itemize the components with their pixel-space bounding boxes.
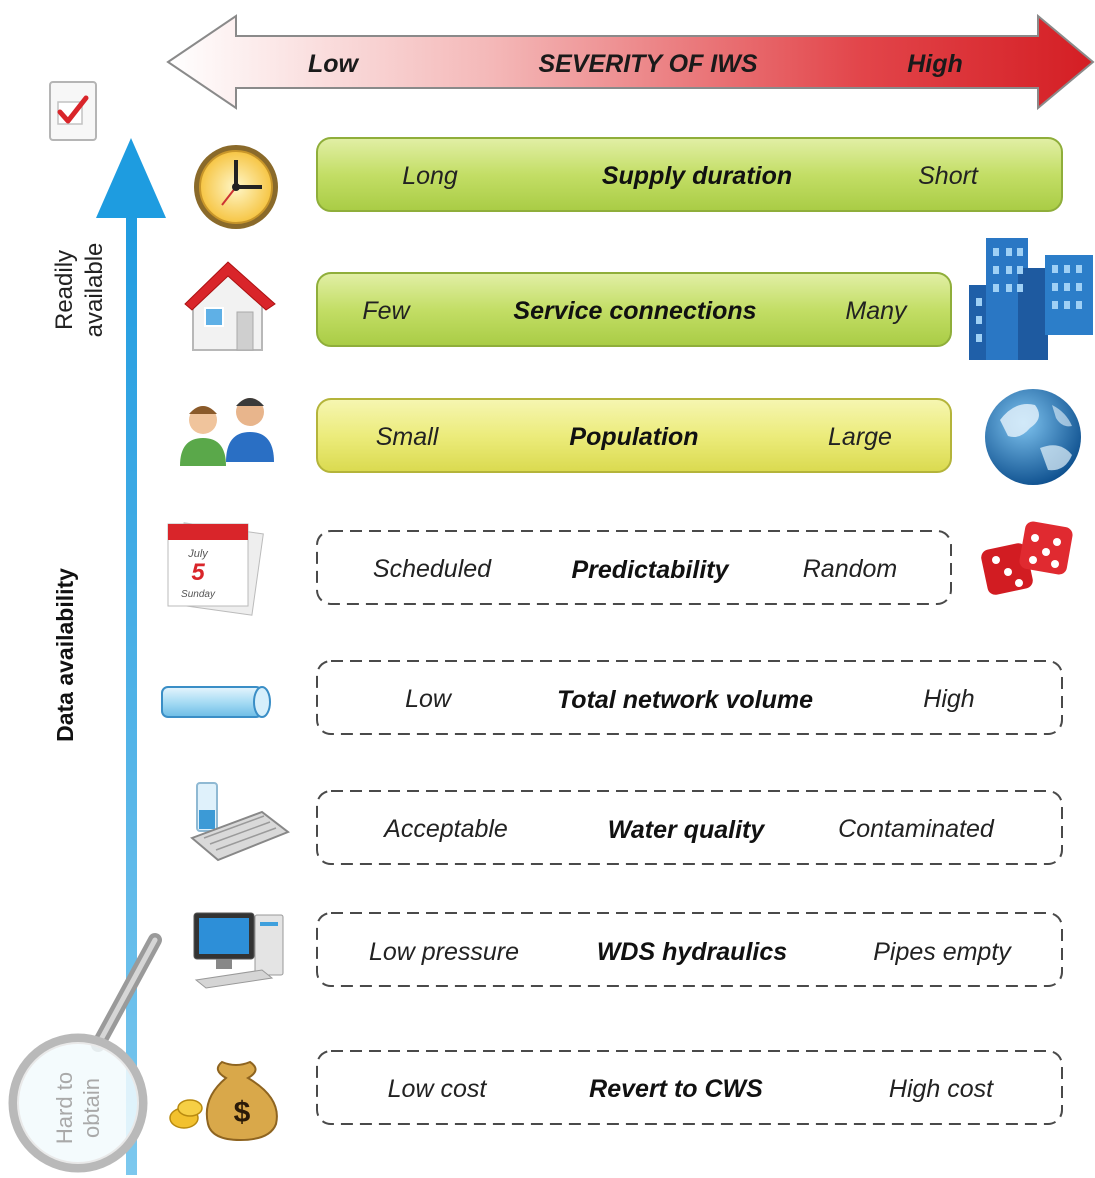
supply-duration-title: Supply duration — [602, 162, 792, 190]
supply-duration-box — [316, 137, 1063, 212]
severity-arrow: Low SEVERITY OF IWS High — [166, 13, 1095, 111]
computer-icon — [193, 912, 284, 989]
people-icon — [180, 398, 274, 466]
service-connections-right: Many — [845, 297, 908, 325]
row-service-connections: Few Service connections Many — [316, 272, 952, 347]
severity-title: SEVERITY OF IWS — [538, 50, 757, 78]
water-quality-right: Contaminated — [838, 815, 995, 843]
revert-to-cws-title: Revert to CWS — [589, 1075, 763, 1103]
clock-icon — [194, 145, 278, 229]
hard-line2: obtain — [79, 1078, 104, 1138]
hard-line1: Hard to — [52, 1072, 77, 1144]
city-buildings-icon — [969, 238, 1093, 360]
lab-sample-icon — [190, 782, 291, 862]
dice-icon — [981, 521, 1073, 595]
house-icon — [184, 261, 276, 351]
predictability-box — [316, 530, 952, 605]
water-quality-box — [316, 790, 1063, 865]
service-connections-title: Service connections — [513, 297, 756, 325]
money-bag-icon: $ — [169, 1060, 278, 1142]
population-title: Population — [569, 423, 698, 451]
axis-shaft — [126, 205, 137, 1175]
data-availability-axis: Readily available Data availability — [51, 138, 166, 1175]
wds-hydraulics-box — [316, 912, 1063, 987]
calendar-month: July — [187, 548, 209, 560]
total-network-volume-left: Low — [405, 685, 453, 713]
predictability-right: Random — [803, 555, 898, 583]
total-network-volume-right: High — [923, 685, 974, 713]
data-availability-title: Data availability — [52, 568, 78, 742]
population-right: Large — [828, 423, 892, 451]
service-connections-box — [316, 272, 952, 347]
checklist-icon — [49, 81, 97, 141]
wds-hydraulics-title: WDS hydraulics — [597, 938, 787, 966]
row-predictability: Scheduled Predictability Random — [316, 530, 952, 605]
pipe-icon — [161, 686, 271, 718]
supply-duration-right: Short — [918, 162, 979, 190]
row-total-network-volume: Low Total network volume High — [316, 660, 1063, 735]
globe-icon — [985, 389, 1081, 485]
row-revert-to-cws: Low cost Revert to CWS High cost — [316, 1050, 1063, 1125]
wds-hydraulics-right: Pipes empty — [873, 938, 1012, 966]
predictability-title: Predictability — [572, 556, 730, 584]
severity-high-label: High — [907, 50, 963, 78]
svg-text:$: $ — [234, 1096, 251, 1129]
readily-line2: available — [81, 243, 108, 338]
row-wds-hydraulics: Low pressure WDS hydraulics Pipes empty — [316, 912, 1063, 987]
wds-hydraulics-left: Low pressure — [369, 938, 519, 966]
population-left: Small — [376, 423, 440, 451]
revert-to-cws-right: High cost — [889, 1075, 994, 1103]
revert-to-cws-box — [316, 1050, 1063, 1125]
population-box — [316, 398, 952, 473]
axis-arrowhead — [96, 138, 166, 218]
row-water-quality: Acceptable Water quality Contaminated — [316, 790, 1063, 865]
water-quality-left: Acceptable — [382, 815, 508, 843]
predictability-left: Scheduled — [373, 555, 492, 583]
revert-to-cws-left: Low cost — [388, 1075, 488, 1103]
total-network-volume-box — [316, 660, 1063, 735]
row-population: Small Population Large — [316, 398, 952, 473]
readily-line1: Readily — [51, 250, 78, 330]
service-connections-left: Few — [362, 297, 411, 325]
severity-low-label: Low — [308, 50, 360, 78]
total-network-volume-title: Total network volume — [557, 686, 813, 714]
calendar-day: 5 — [191, 559, 205, 586]
row-supply-duration: Long Supply duration Short — [316, 137, 1063, 212]
calendar-weekday: Sunday — [181, 589, 216, 600]
water-quality-title: Water quality — [608, 816, 766, 844]
calendar-icon: July 5 Sunday — [167, 522, 264, 616]
magnifier-icon: Hard to obtain — [8, 933, 162, 1173]
supply-duration-left: Long — [402, 162, 458, 190]
